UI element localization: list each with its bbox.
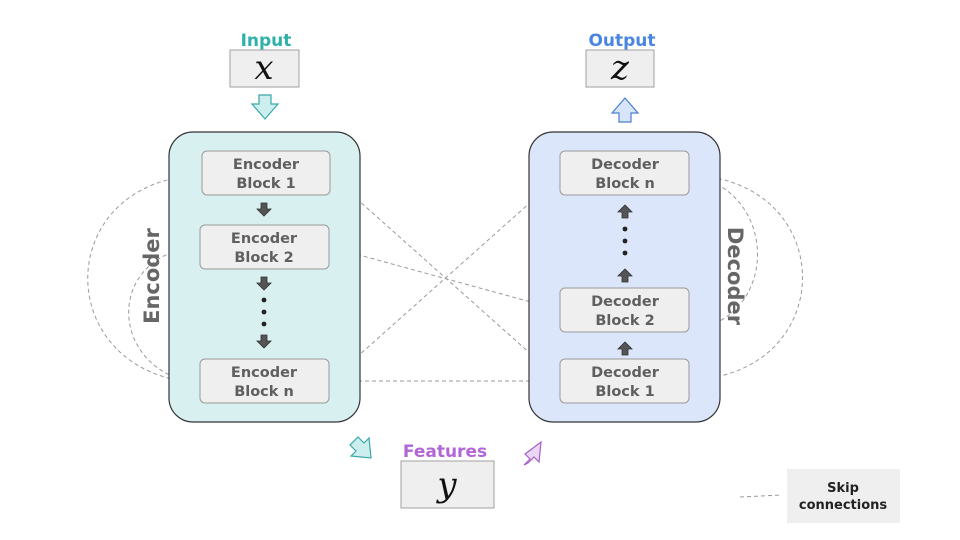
encoder-arrow-2-dots: [256, 276, 272, 291]
encoder-block-1-line2: Block 1: [236, 176, 295, 192]
decoder-block-n: Decoder Block n: [559, 150, 690, 196]
legend-line1: Skip: [827, 481, 859, 496]
decoder-block-n-line2: Block n: [595, 176, 655, 192]
encoder-block-n: Encoder Block n: [199, 358, 330, 404]
features-title: Features: [403, 442, 487, 462]
encoder-ellipsis: [261, 297, 267, 327]
encoder-to-features-arrow-icon: [349, 436, 372, 459]
encoder-block-n-line1: Encoder: [231, 365, 298, 381]
decoder-block-1-line2: Block 1: [595, 384, 654, 400]
decoder-arrow-2-dots: [617, 268, 633, 283]
encoder-arrow-dots-n: [256, 334, 272, 349]
legend-dashed-sample: [739, 494, 783, 498]
decoder-block-n-line1: Decoder: [591, 157, 660, 173]
decoder-ellipsis: [622, 226, 628, 256]
input-box: [229, 49, 300, 88]
encoder-block-1: Encoder Block 1: [201, 150, 331, 196]
skip-line-encn-decn: [329, 175, 561, 382]
features-symbol: y: [435, 465, 457, 505]
decoder-block-1-line1: Decoder: [591, 365, 660, 381]
legend-line2: connections: [799, 498, 888, 513]
output-arrow-icon: [610, 97, 640, 123]
decoder-arrow-1-2: [617, 341, 633, 356]
legend: Skip connections: [739, 469, 900, 523]
decoder-block-2-line2: Block 2: [595, 313, 654, 329]
legend-box: [787, 469, 900, 523]
input-arrow-icon: [250, 94, 280, 120]
input-title: Input: [241, 31, 292, 51]
decoder-label: Decoder: [723, 227, 747, 326]
skip-line-enc1-dec1: [329, 174, 561, 381]
encoder-label: Encoder: [140, 227, 164, 323]
features-box: [400, 460, 495, 509]
encoder-block-2-line1: Encoder: [231, 231, 298, 247]
decoder-block-1: Decoder Block 1: [559, 358, 690, 404]
output-symbol: z: [610, 48, 630, 88]
skip-loop-enc-outer: [87, 174, 203, 384]
decoder-block-2-line1: Decoder: [591, 294, 660, 310]
input-symbol: x: [254, 48, 273, 88]
encoder-arrow-1-2: [256, 202, 272, 217]
skip-loop-dec-inner: [689, 174, 758, 331]
encoder-block-1-line1: Encoder: [233, 157, 300, 173]
decoder-block-2: Decoder Block 2: [559, 287, 690, 333]
output-box: [585, 49, 655, 88]
decoder-arrow-dots-n: [617, 204, 633, 219]
encoder-block-2: Encoder Block 2: [199, 224, 330, 270]
output-title: Output: [588, 31, 655, 51]
encoder-block-2-line2: Block 2: [234, 250, 293, 266]
skip-loop-dec-outer: [689, 174, 803, 381]
encoder-block-n-line2: Block n: [234, 384, 294, 400]
features-to-decoder-arrow-icon: [523, 440, 542, 466]
